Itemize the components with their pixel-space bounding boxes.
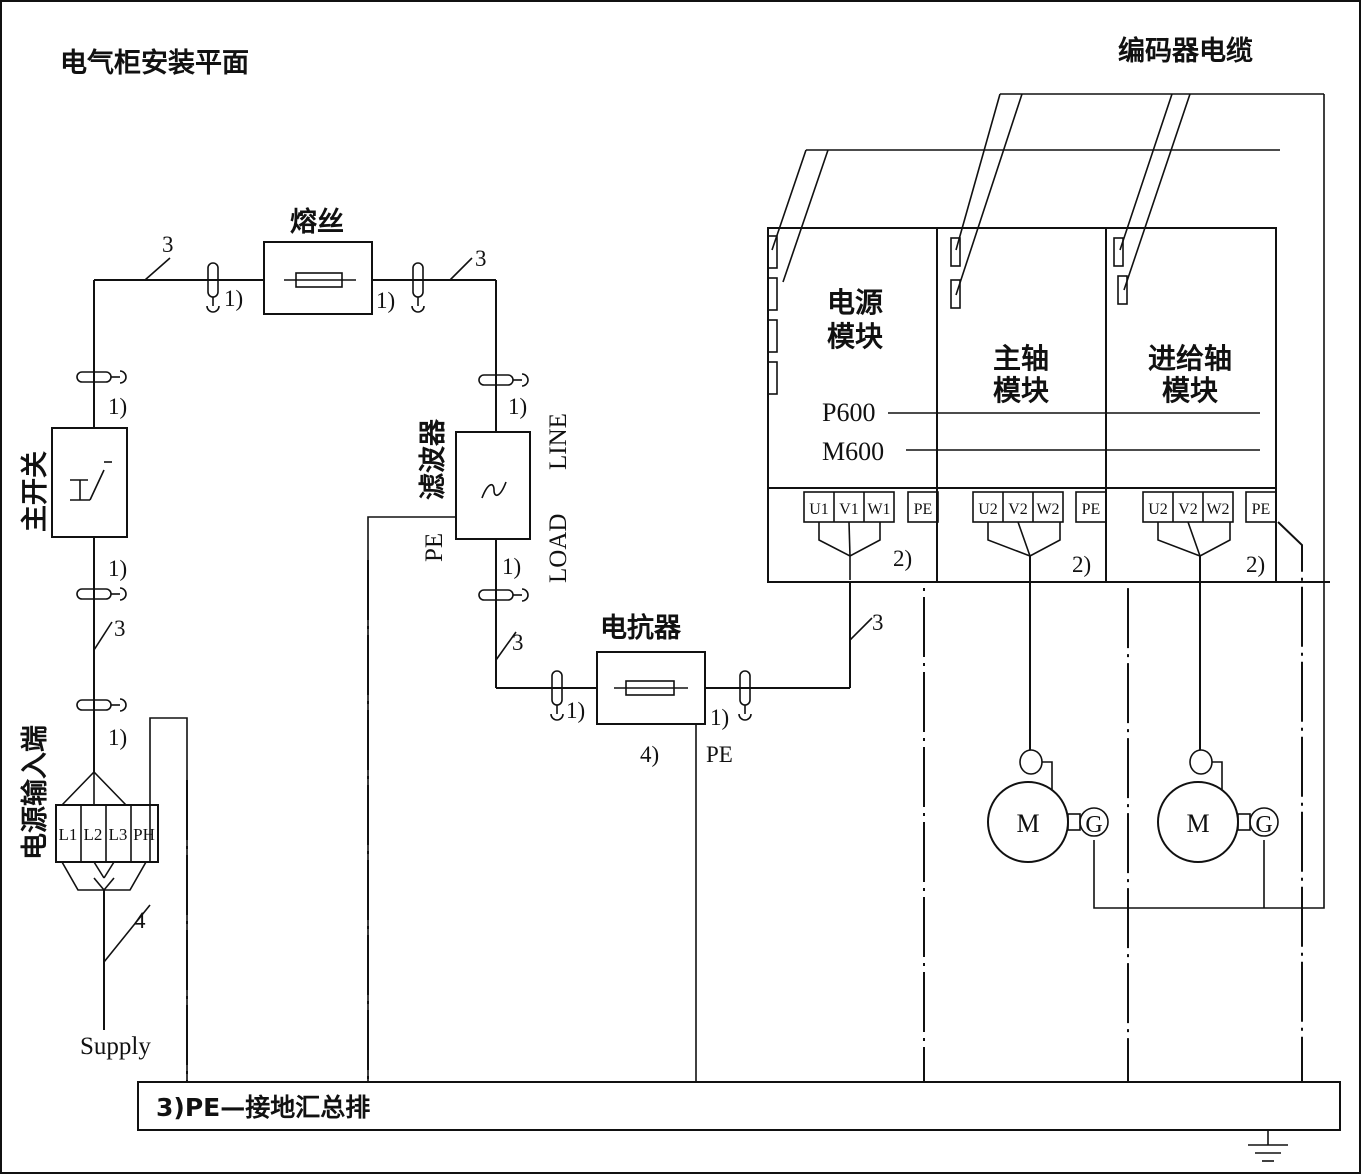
m600-label: M600 <box>822 437 884 466</box>
terminal-u: U2 <box>1148 501 1168 518</box>
power-wiring <box>51 241 873 1030</box>
note-1: 1) <box>108 394 127 419</box>
terminal-pe: PE <box>1082 501 1101 518</box>
note-2: 2) <box>893 546 912 571</box>
wire-number: 3 <box>114 616 126 641</box>
spindle-module-name: 模块 <box>993 374 1049 407</box>
terminal-v: V2 <box>1008 501 1028 518</box>
module-rack <box>767 227 1277 583</box>
reactor-label: 电抗器 <box>600 612 682 644</box>
power-module-name: 模块 <box>827 320 883 353</box>
wire-number: 3 <box>162 232 174 257</box>
feed-module-terminals: U2 V2 W2 PE <box>1142 491 1277 750</box>
filter-load-label: LOAD <box>545 514 572 583</box>
terminal-u: U1 <box>809 501 829 518</box>
pe-wiring <box>149 516 1303 1082</box>
fuse-box <box>263 241 373 315</box>
terminal-ph: PH <box>133 825 155 844</box>
note-1: 1) <box>502 554 521 579</box>
power-input-label-group: 电源输入端 <box>19 725 51 860</box>
terminal-w: W1 <box>867 501 890 518</box>
note-1: 1) <box>108 725 127 750</box>
feed-module-name: 进给轴 <box>1148 342 1232 375</box>
terminal-pe: PE <box>1252 501 1271 518</box>
filter-pe-group: PE <box>421 533 448 562</box>
fuse-label: 熔丝 <box>290 206 344 238</box>
terminal-l3: L3 <box>109 825 128 844</box>
encoder-cable-label: 编码器电缆 <box>1118 35 1253 67</box>
note-1: 1) <box>376 288 395 313</box>
wire-number: 3 <box>475 246 487 271</box>
wire-number: 3 <box>872 610 884 635</box>
feed-motor: M G <box>1157 749 1279 863</box>
terminal-v: V1 <box>839 501 859 518</box>
terminal-l2: L2 <box>84 825 103 844</box>
power-input-label: 电源输入端 <box>19 725 51 860</box>
feed-module-name: 模块 <box>1162 374 1218 407</box>
wire-number-supply: 4 <box>134 908 146 933</box>
note-1: 1) <box>710 705 729 730</box>
wire-numbers: 3 3 3 3 3 4 <box>114 232 884 933</box>
terminal-w: W2 <box>1036 501 1059 518</box>
wire-number: 3 <box>512 630 524 655</box>
filter-label-group: 滤波器 <box>418 418 449 500</box>
spindle-module-terminals: U2 V2 W2 PE <box>972 491 1107 750</box>
ground-bar-label: 3)PE—接地汇总排 <box>156 1093 370 1122</box>
note-2: 2) <box>1246 552 1265 577</box>
drive-modules: 电源 模块 主轴 模块 进给轴 模块 P600 M600 U1 V1 W1 PE <box>767 93 1330 909</box>
note-2: 2) <box>1072 552 1091 577</box>
terminal-l1: L1 <box>59 825 78 844</box>
note-1: 1) <box>508 394 527 419</box>
filter-load-group: LOAD <box>545 514 572 583</box>
note-1: 1) <box>566 698 585 723</box>
filter-line-label: LINE <box>545 413 572 470</box>
encoder-g-label: G <box>1255 812 1272 838</box>
reactor-note: 4) <box>640 742 659 767</box>
shield-notes: 1) 1) 1) 1) 1) 1) 1) 1) 1) <box>108 286 729 750</box>
encoder-g-label: G <box>1085 812 1102 838</box>
supply-label: Supply <box>80 1033 151 1060</box>
power-module-terminals: U1 V1 W1 PE <box>803 491 939 580</box>
ground-bar <box>137 1081 1341 1131</box>
reactor-pe: PE <box>706 742 733 767</box>
filter-pe-label: PE <box>421 533 448 562</box>
switch-symbol <box>70 461 112 501</box>
spindle-module-name: 主轴 <box>993 342 1049 375</box>
filter-line-group: LINE <box>545 413 572 470</box>
spindle-motor: M G <box>987 749 1109 863</box>
terminal-u: U2 <box>978 501 998 518</box>
earth-ground-icon <box>1248 1130 1288 1162</box>
main-switch-box <box>51 427 128 538</box>
terminal-v: V2 <box>1178 501 1198 518</box>
power-input-terminals: L1 L2 L3 PH <box>55 804 159 863</box>
main-switch-label-group: 主开关 <box>20 451 51 532</box>
motor-m-label: M <box>1016 809 1039 838</box>
main-switch-label: 主开关 <box>20 451 51 532</box>
terminal-w: W2 <box>1206 501 1229 518</box>
note-1: 1) <box>224 286 243 311</box>
p600-label: P600 <box>822 398 875 427</box>
filter-label: 滤波器 <box>418 418 449 500</box>
note-1: 1) <box>108 556 127 581</box>
diagram-title: 电气柜安装平面 <box>60 48 249 79</box>
terminal-pe: PE <box>914 501 933 518</box>
power-module-name: 电源 <box>827 286 883 319</box>
motor-m-label: M <box>1186 809 1209 838</box>
